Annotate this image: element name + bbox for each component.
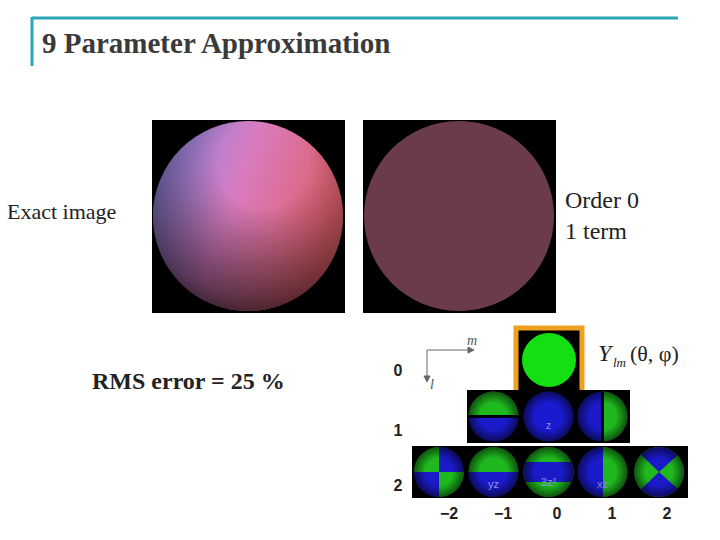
basis-label: z — [546, 419, 552, 431]
sh-basis-row2 — [412, 446, 688, 498]
basis-label: 3z² — [541, 476, 556, 488]
exact-sphere — [152, 120, 345, 313]
row-number: 0 — [394, 362, 403, 380]
column-number: −1 — [494, 505, 512, 523]
column-number: 2 — [663, 505, 672, 523]
term-label: 1 term — [563, 218, 630, 244]
function-args: (θ, φ) — [630, 342, 679, 366]
function-subscript: lm — [613, 356, 626, 370]
title-rule — [32, 17, 678, 66]
column-number: 0 — [553, 505, 562, 523]
row-number: 2 — [394, 477, 403, 495]
sh-basis-00 — [516, 328, 582, 393]
basis-label: yz — [488, 478, 499, 490]
sh-basis-row1 — [467, 390, 630, 444]
function-symbol: Y — [598, 340, 611, 366]
order-label: Order 0 — [563, 187, 642, 213]
sphere-label: Exact image — [5, 200, 119, 224]
column-number: 1 — [608, 505, 617, 523]
column-number: −2 — [440, 505, 458, 523]
basis-label: xz — [597, 478, 608, 490]
axis-label: l — [430, 377, 434, 392]
axis — [424, 347, 474, 382]
order0-disc — [363, 120, 556, 313]
axis-label: m — [467, 333, 477, 348]
slide-title: 9 Parameter Approximation — [42, 28, 391, 60]
error-label: RMS error = 25 % — [92, 368, 285, 394]
row-number: 1 — [394, 422, 403, 440]
